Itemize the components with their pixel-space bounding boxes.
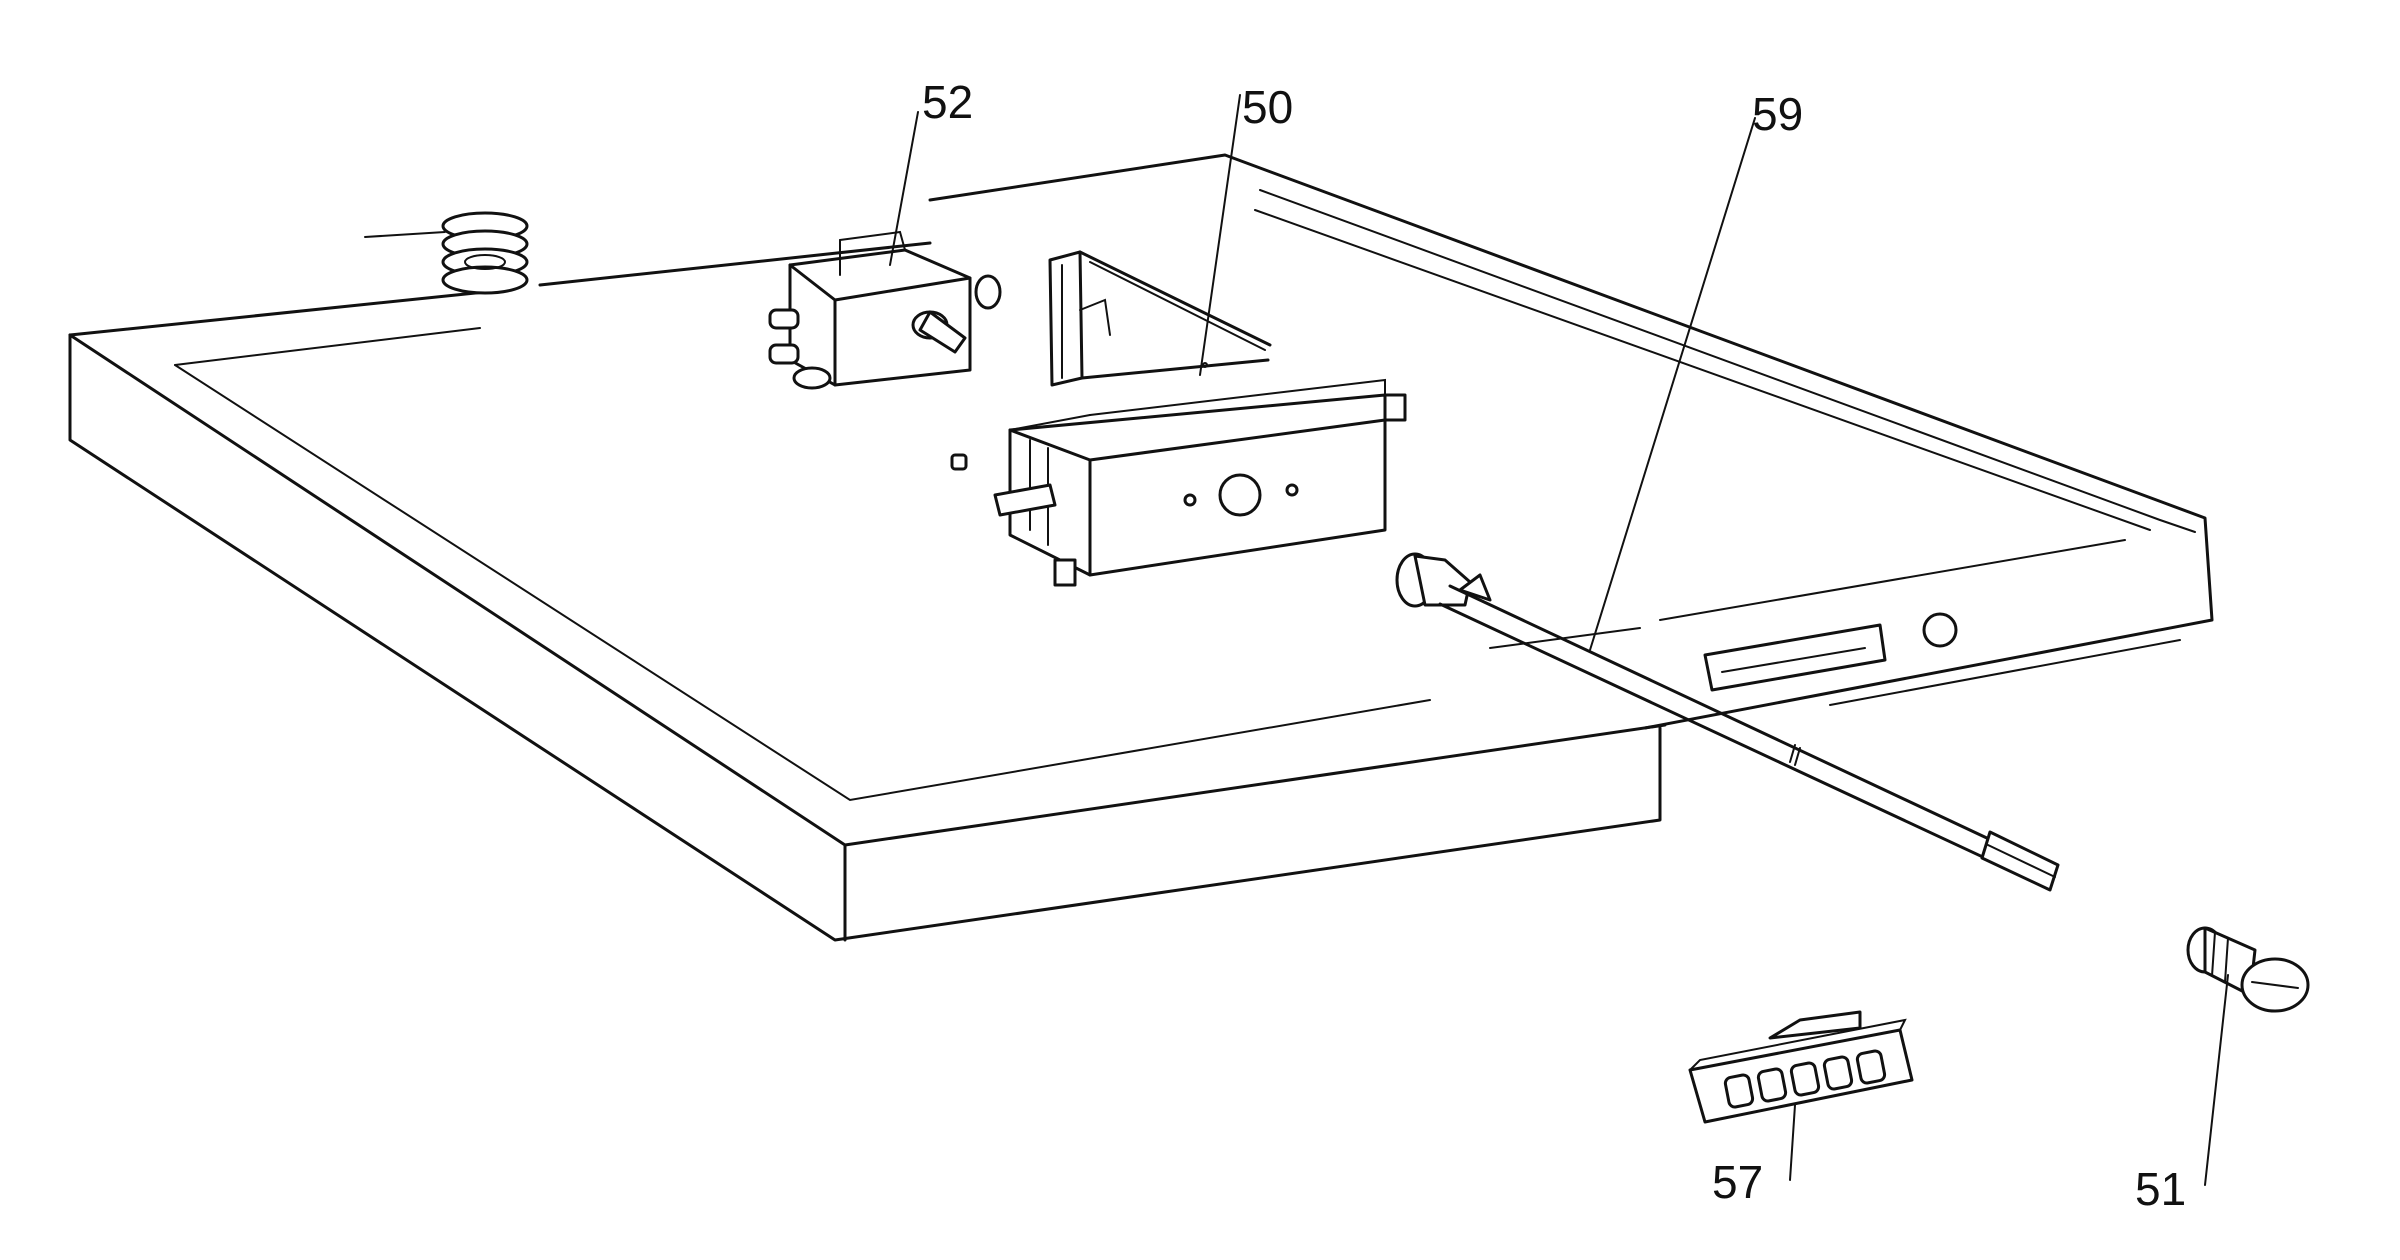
callout-59: 59 — [1752, 88, 1803, 140]
leader-lines — [889, 94, 2229, 1186]
thermostat-part-52 — [768, 230, 1002, 390]
control-panel-frame — [68, 153, 2214, 942]
rod-part-59 — [1395, 552, 2060, 892]
spring-part — [364, 211, 529, 295]
callout-52: 52 — [922, 76, 973, 128]
callout-51: 51 — [2135, 1163, 2186, 1215]
knob-part-51 — [2186, 926, 2310, 1013]
callout-57: 57 — [1712, 1156, 1763, 1208]
bracket-part-50 — [950, 250, 1407, 587]
callout-50: 50 — [1242, 81, 1293, 133]
indicator-panel-part-57 — [1688, 1010, 1914, 1124]
